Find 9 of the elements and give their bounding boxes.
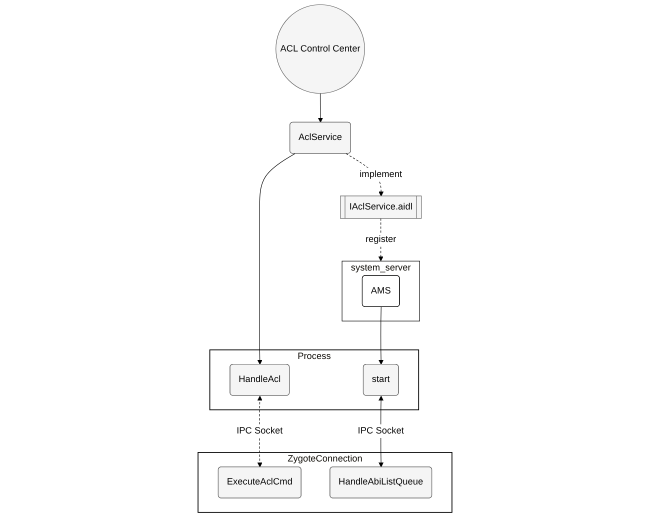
edge-label: implement [360,169,402,180]
arrow [257,153,296,365]
arrow [378,306,384,365]
edge-label: IPC Socket [236,426,283,436]
node-circle: ACL Control Center [276,4,365,94]
edge-label: IPC Socket [358,426,404,436]
arrow [318,93,323,123]
edge-label: register [365,234,396,244]
arrow [257,396,262,468]
